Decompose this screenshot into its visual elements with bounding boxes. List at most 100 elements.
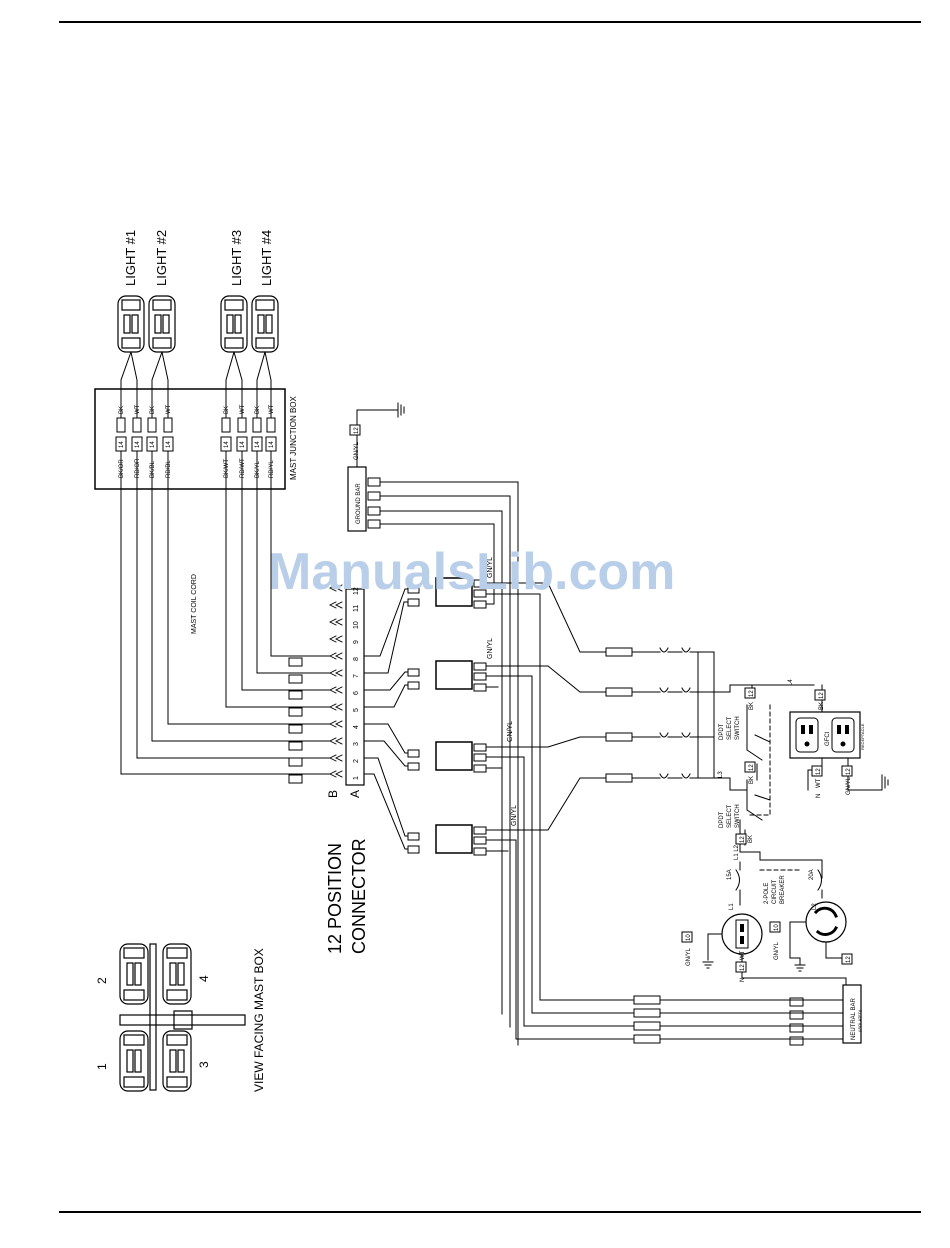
jb-bottom-label: BK/WT — [224, 459, 230, 478]
gfci-sub: RECEPTACLE — [860, 723, 865, 750]
receptacle-l2-tag: L2 — [812, 903, 818, 910]
junction-box-bottom-labels: BK/OR RD/OR BK/BL RD/BL BK/WT RD/WT BK/Y… — [119, 458, 275, 478]
jb-gauge: 14 — [269, 441, 275, 448]
plug-pigtails — [120, 351, 272, 419]
switch-lower-line1: DPDT — [719, 811, 725, 828]
jb-top-label: BK — [150, 406, 156, 414]
junction-box-title: MAST JUNCTION BOX — [289, 395, 298, 480]
breaker-left-rating: 15A — [727, 869, 733, 880]
ballast-4 — [407, 824, 487, 856]
gfci-receptacle: GFCI RECEPTACLE 12 BK 12 WT N 12 GN/YL — [789, 684, 889, 798]
gfci-ground-icon — [881, 774, 889, 791]
neutral-bar-label: NEUTRAL BAR — [851, 998, 857, 1040]
position-1: 1 — [95, 1063, 109, 1070]
ballast-1 — [407, 577, 487, 609]
position-2: 2 — [95, 977, 109, 984]
switch-upper-line3: SWITCH — [735, 716, 741, 740]
gfci-label: GFCI — [825, 731, 831, 746]
rec-l1-tag-10: 10 — [686, 934, 692, 941]
switch-upper-line1: DPDT — [719, 723, 725, 740]
breaker-tag-12: 12 — [740, 836, 746, 843]
light-1-plug — [117, 295, 145, 353]
connector-side-a: A — [348, 790, 362, 798]
pin-number: 3 — [353, 742, 360, 746]
dpdt-switches: DPDT SELECT SWITCH DPDT SELECT SWITCH 12… — [718, 679, 794, 828]
jb-bottom-label: BK/BL — [150, 460, 156, 478]
pin-number: 1 — [353, 776, 360, 780]
switch-upper-line2: SELECT — [727, 716, 733, 740]
light-4-label: LIGHT #4 — [259, 230, 274, 286]
pin-number: 5 — [353, 708, 360, 712]
rec-l1-tag-12: 12 — [740, 964, 746, 971]
connector-title-line1: 12 POSITION — [325, 843, 345, 954]
switch-lower-line2: SELECT — [727, 804, 733, 828]
light-4-plug — [251, 295, 279, 353]
ground-bar: GROUND BAR 12 GN/YL — [347, 402, 405, 532]
position-3: 3 — [197, 1061, 211, 1068]
breaker-right-rating: 20A — [809, 869, 815, 880]
tag-bk: BK — [749, 776, 755, 784]
jb-bottom-label: RD/YL — [269, 460, 275, 478]
line-l3: L3 — [718, 771, 724, 778]
receptacle-l1: L1 — [721, 903, 763, 955]
rec-l1-gnyl: GN/YL — [686, 947, 692, 966]
jb-gauge: 14 — [119, 441, 125, 448]
gfci-tag-n: N — [816, 794, 822, 798]
ballast-wire-labels: GN/YL GN/YL GN/YL GN/YL — [487, 557, 518, 826]
jb-gauge: 14 — [224, 441, 230, 448]
mast-box-view: 1 2 3 4 VIEW FACING MAST BOX — [95, 943, 266, 1092]
connector-side-b: B — [326, 790, 340, 798]
gfci-tag-12: 12 — [819, 692, 825, 699]
pin-number: 7 — [353, 674, 360, 678]
neutral-bar: NEUTRAL BAR (ISOLATED) — [515, 984, 862, 1046]
ground-bar-label: GROUND BAR — [356, 483, 362, 524]
rec-l2-gnyl: GN/YL — [774, 941, 780, 960]
breaker-label-line1: 2-POLE — [764, 883, 770, 904]
switch-feed-wires — [713, 684, 815, 791]
gfci-tag-bk: BK — [819, 702, 825, 710]
jb-bottom-label: RD/WT — [240, 458, 246, 478]
junction-box-top-labels: BK WT BK WT BK WT BK WT — [119, 404, 275, 414]
ballasts — [407, 577, 487, 856]
receptacle-l2: L2 — [805, 901, 847, 943]
ballast-4-gnyl: GN/YL — [511, 805, 518, 826]
pin-number: 6 — [353, 691, 360, 695]
gfci-tag-gnyl: GN/YL — [846, 776, 852, 795]
switch-lower-line3: SWITCH — [735, 804, 741, 828]
dpdt-switch-upper: DPDT SELECT SWITCH — [719, 716, 741, 740]
jb-gauge: 14 — [255, 441, 261, 448]
pin-number: 2 — [353, 759, 360, 763]
ground-symbol-icon — [397, 402, 405, 418]
mast-coil-cord-wires — [120, 450, 331, 775]
light-3-plug — [220, 295, 248, 353]
light-2-plug — [148, 295, 176, 353]
mast-junction-box: MAST JUNCTION BOX BK WT BK WT BK WT BK W… — [94, 388, 298, 490]
light-1-label: LIGHT #1 — [123, 230, 138, 286]
receptacle-l1-tag: L1 — [729, 903, 735, 910]
ballast-2 — [407, 660, 487, 692]
rec-l2-tag-12: 12 — [846, 956, 852, 963]
gfci-tag-12c: 12 — [846, 768, 852, 775]
light-fuses — [605, 647, 715, 783]
connector-contacts — [328, 584, 343, 778]
pin-number: 8 — [353, 657, 360, 661]
light-3-label: LIGHT #3 — [229, 230, 244, 286]
connector-b-terminals — [288, 657, 303, 784]
jb-bottom-label: BK/OR — [119, 459, 125, 478]
jb-top-label: BK — [255, 406, 261, 414]
gfci-tag-12b: 12 — [816, 768, 822, 775]
mast-view-positions: 1 2 3 4 — [95, 975, 211, 1070]
pin-number: 10 — [353, 621, 360, 629]
jb-gauge: 14 — [240, 441, 246, 448]
coil-cord-label: MAST COIL CORD — [191, 574, 198, 634]
receptacle-ground-icons — [702, 961, 806, 972]
pin-number: 12 — [353, 587, 360, 595]
switch-wire-tags: 12 BK 12 BK — [744, 687, 756, 784]
ground-gauge: 12 — [354, 427, 360, 434]
jb-top-label: WT — [240, 404, 246, 414]
neutral-bar-sub: (ISOLATED) — [857, 1009, 862, 1032]
watermark: ManualsLib.com — [268, 543, 675, 601]
position-4: 4 — [197, 975, 211, 982]
